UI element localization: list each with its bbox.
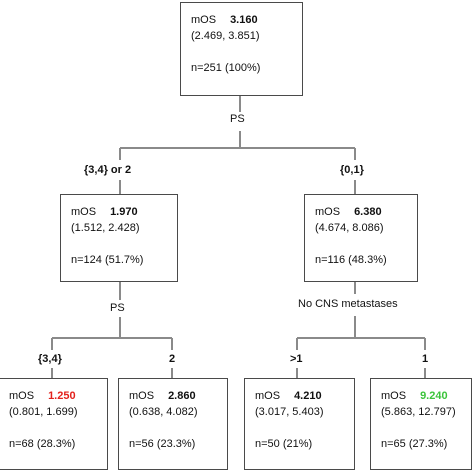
node-left-mos-row: mOS 1.970 [71,205,138,219]
mos-value: 2.860 [168,390,196,402]
mos-label: mOS [71,206,97,218]
node-leaf-3-n: n=50 (21%) [255,438,313,450]
branch-label-root-right: {0,1} [340,164,364,176]
node-leaf-4-mos-row: mOS 9.240 [381,389,448,403]
node-left-n: n=124 (51.7%) [71,254,144,266]
branch-label-right-right: 1 [422,353,429,365]
node-leaf-3-ci: (3.017, 5.403) [255,406,324,418]
node-root-n: n=251 (100%) [191,62,261,74]
mos-label: mOS [315,206,341,218]
node-root: mOS 3.160 (2.469, 3.851) n=251 (100%) [180,2,303,96]
node-leaf-4-ci: (5.863, 12.797) [381,406,456,418]
branch-label-left-left: {3,4} [38,353,62,365]
mos-label: mOS [381,390,407,402]
mos-value-red: 1.250 [48,390,76,402]
node-leaf-4: mOS 9.240 (5.863, 12.797) n=65 (27.3%) [370,378,472,470]
node-right-ci: (4.674, 8.086) [315,222,384,234]
mos-value: 1.970 [110,206,138,218]
node-leaf-1: mOS 1.250 (0.801, 1.699) n=68 (28.3%) [0,378,108,470]
mos-value: 4.210 [294,390,322,402]
node-leaf-1-ci: (0.801, 1.699) [9,406,78,418]
node-right-mos-row: mOS 6.380 [315,205,382,219]
mos-label: mOS [255,390,281,402]
node-left: mOS 1.970 (1.512, 2.428) n=124 (51.7%) [60,194,178,282]
node-leaf-3-mos-row: mOS 4.210 [255,389,322,403]
node-leaf-1-n: n=68 (28.3%) [9,438,76,450]
node-leaf-2-mos-row: mOS 2.860 [129,389,196,403]
node-right-n: n=116 (48.3%) [315,254,387,266]
split-label-left: PS [110,302,125,314]
node-leaf-3: mOS 4.210 (3.017, 5.403) n=50 (21%) [244,378,355,470]
node-leaf-4-n: n=65 (27.3%) [381,438,448,450]
mos-label: mOS [129,390,155,402]
branch-label-right-left: >1 [290,353,303,365]
split-label-right: No CNS metastases [298,298,398,310]
mos-value: 3.160 [230,14,258,26]
branch-label-root-left: {3,4} or 2 [84,164,132,176]
mos-label: mOS [9,390,35,402]
branch-label-left-right: 2 [169,353,176,365]
node-root-mos-row: mOS 3.160 [191,13,258,27]
mos-value-green: 9.240 [420,390,448,402]
node-leaf-2-n: n=56 (23.3%) [129,438,196,450]
node-leaf-1-mos-row: mOS 1.250 [9,389,76,403]
node-right: mOS 6.380 (4.674, 8.086) n=116 (48.3%) [304,194,418,282]
node-root-ci: (2.469, 3.851) [191,30,260,42]
mos-label: mOS [191,14,217,26]
node-leaf-2-ci: (0.638, 4.082) [129,406,198,418]
mos-value: 6.380 [354,206,382,218]
node-left-ci: (1.512, 2.428) [71,222,140,234]
split-label-root: PS [230,113,245,125]
node-leaf-2: mOS 2.860 (0.638, 4.082) n=56 (23.3%) [118,378,228,470]
